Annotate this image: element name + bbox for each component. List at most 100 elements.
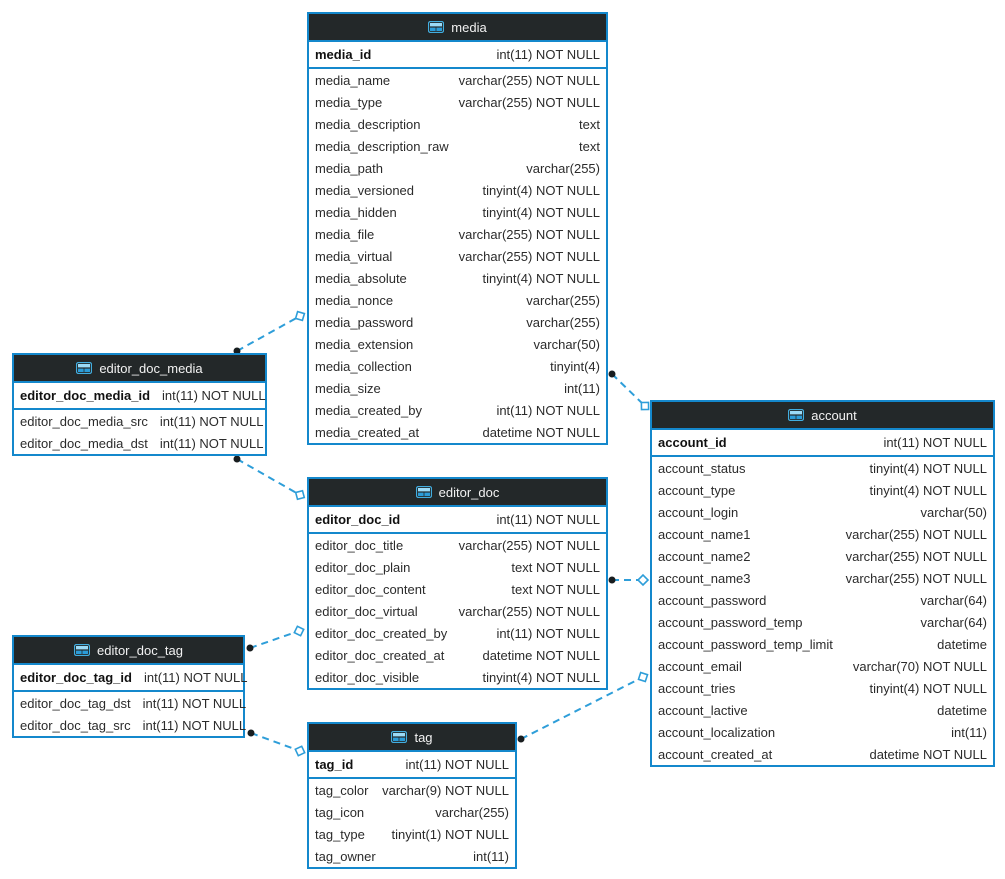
column-name: editor_doc_tag_src — [20, 717, 131, 733]
column-name: editor_doc_content — [315, 581, 426, 597]
column-name: editor_doc_title — [315, 537, 404, 553]
entity-title: media — [451, 19, 487, 35]
column-type: int(11) NOT NULL — [159, 435, 264, 451]
entity-title: tag — [414, 729, 433, 745]
column-type: int(11) NOT NULL — [143, 670, 248, 685]
entity-header-editor_doc[interactable]: editor_doc — [309, 479, 606, 507]
entity-header-editor_doc_tag[interactable]: editor_doc_tag — [14, 637, 243, 665]
column-type: datetime NOT NULL — [482, 424, 600, 440]
relation-dot-icon — [608, 370, 616, 378]
relation-dot-icon — [608, 576, 616, 584]
entity-table-editor_doc_tag[interactable]: editor_doc_tag editor_doc_tag_id int(11) N… — [12, 635, 248, 738]
column-row[interactable]: media_created_at datetime NOT NULL — [309, 421, 606, 443]
relation-dot-icon — [233, 455, 241, 463]
table-grid-icon — [415, 486, 432, 498]
column-name: media_created_at — [315, 424, 420, 440]
table-grid-icon — [428, 21, 445, 33]
relation-diamond-icon — [293, 625, 305, 637]
entity-header-account[interactable]: account — [652, 402, 993, 430]
column-name: media_collection — [315, 358, 412, 374]
relation-diamond-icon — [294, 310, 306, 322]
relation-line-editor_doc_tag-editor_doc — [249, 630, 300, 649]
column-name: tag_owner — [315, 848, 376, 864]
column-type: int(11) NOT NULL — [496, 402, 600, 418]
entity-header-editor_doc_media[interactable]: editor_doc_media — [14, 355, 265, 383]
entity-title: editor_doc_tag — [96, 642, 183, 658]
entity-header-media[interactable]: media — [309, 14, 606, 42]
column-type: tinyint(4) NOT NULL — [482, 182, 600, 198]
column-name: editor_doc_media_dst — [20, 435, 148, 451]
column-name: account_lactive — [658, 702, 748, 718]
column-type: int(11) NOT NULL — [405, 757, 509, 772]
entity-header-tag[interactable]: tag — [309, 724, 515, 752]
column-row[interactable]: editor_doc_media_dst int(11) NOT NULL — [14, 432, 265, 454]
primary-key-row[interactable]: editor_doc_tag_id int(11) NOT NULL — [14, 665, 248, 692]
column-name: editor_doc_tag_id — [20, 670, 132, 685]
column-name: media_hidden — [315, 204, 397, 220]
column-name: editor_doc_created_by — [315, 625, 448, 641]
column-type: datetime NOT NULL — [869, 746, 987, 762]
column-type: varchar(255) — [526, 314, 600, 330]
column-name: tag_type — [315, 826, 365, 842]
column-type: text NOT NULL — [511, 559, 600, 575]
column-name: media_nonce — [315, 292, 394, 308]
column-name: media_virtual — [315, 248, 393, 264]
column-name: editor_doc_id — [315, 512, 401, 527]
column-type: varchar(64) — [920, 614, 987, 630]
